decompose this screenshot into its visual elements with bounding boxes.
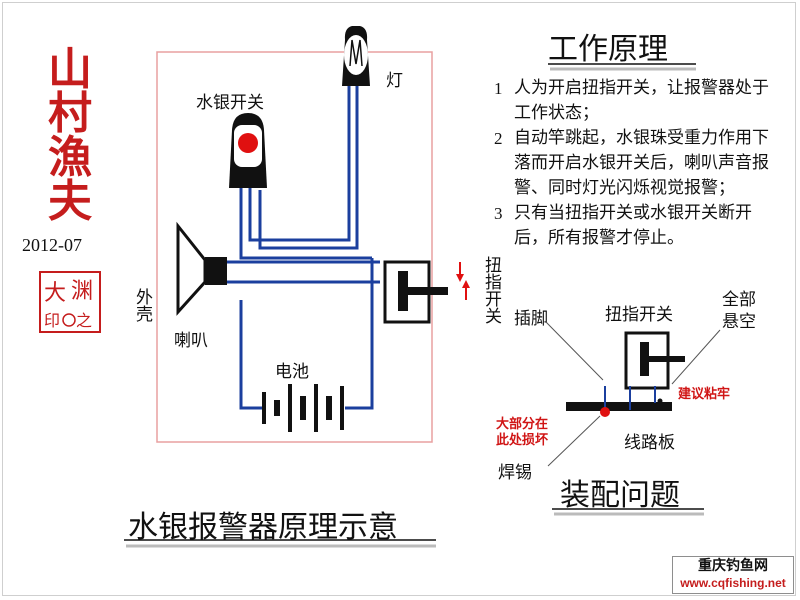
step-number: 2: [494, 129, 503, 148]
suggest-glue-note: 建议粘牢: [678, 387, 731, 402]
list-item: 1 人为开启扭指开关，让报警器处于工作状态；: [494, 76, 774, 126]
watermark-site-name: 重庆钓鱼网: [698, 558, 768, 574]
all-suspended-label: 全部 悬空: [722, 290, 756, 332]
lamp-label: 灯: [386, 71, 403, 91]
speaker-icon: [176, 221, 227, 316]
seal-char-left-bottom: 印: [44, 311, 60, 330]
mercury-switch-label: 水银开关: [196, 93, 264, 113]
pin-label: 插脚: [514, 309, 548, 329]
twist-switch-side-label: 扭指开关: [481, 256, 501, 324]
diagram-title: 水银报警器原理示意: [128, 510, 398, 545]
switch-direction-arrow-icon: [456, 262, 470, 300]
circuit-board-bar: [566, 402, 672, 411]
mercury-switch-icon: [229, 113, 267, 188]
site-watermark: 重庆钓鱼网 www.cqfishing.net: [672, 556, 794, 594]
brand-char: 村: [48, 88, 92, 139]
shell-outline: [156, 51, 433, 443]
speaker-label: 喇叭: [174, 331, 208, 351]
battery-icon: [262, 384, 344, 432]
lamp-icon: [342, 26, 370, 86]
step-text: 自动竿跳起，水银珠受重力作用下落而开启水银开关后，喇叭声音报警、同时灯光闪烁视觉…: [514, 128, 769, 198]
list-item: 2 自动竿跳起，水银珠受重力作用下落而开启水银开关后，喇叭声音报警、同时灯光闪烁…: [494, 126, 774, 201]
work-principle-title: 工作原理: [548, 32, 668, 67]
brand-char: 山: [48, 44, 92, 95]
date-label: 2012-07: [22, 235, 82, 255]
seal-stamp: 大 渊 印 之: [39, 271, 101, 333]
solder-point-icon: [600, 407, 610, 417]
assembly-detail: [545, 321, 721, 467]
seal-char-left: 大: [44, 281, 66, 306]
step-text: 人为开启扭指开关，让报警器处于工作状态；: [514, 78, 769, 123]
damage-location-note: 大部分在 此处损坏: [496, 417, 549, 448]
brand-logo: 山 村 漁 夫: [40, 48, 100, 224]
list-item: 3 只有当扭指开关或水银开关断开后，所有报警才停止。: [494, 201, 774, 251]
solder-label: 焊锡: [498, 463, 532, 483]
work-principle-steps: 1 人为开启扭指开关，让报警器处于工作状态； 2 自动竿跳起，水银珠受重力作用下…: [494, 76, 774, 251]
seal-char-right-top: 渊: [71, 279, 93, 304]
wires: [227, 85, 380, 410]
circuit-board-label: 线路板: [624, 433, 675, 453]
watermark-url: www.cqfishing.net: [680, 576, 786, 590]
assembly-switch-label: 扭指开关: [605, 305, 673, 325]
step-number: 3: [494, 204, 503, 223]
brand-char: 夫: [48, 176, 92, 227]
seal-char-right-bottom: 之: [76, 311, 92, 330]
step-number: 1: [494, 79, 503, 98]
step-text: 只有当扭指开关或水银开关断开后，所有报警才停止。: [514, 203, 752, 248]
battery-label: 电池: [275, 362, 309, 382]
brand-char: 漁: [48, 132, 92, 183]
twist-switch-icon: [383, 260, 448, 324]
shell-label: 外壳: [132, 288, 152, 322]
assembly-title: 装配问题: [560, 478, 680, 513]
